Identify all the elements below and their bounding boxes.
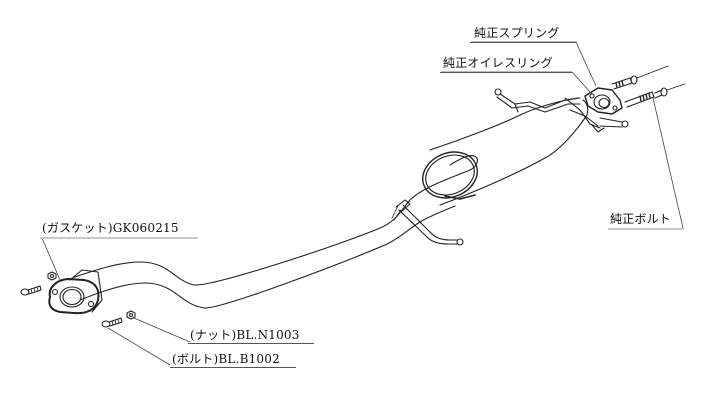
label-nut: (ナット)BL.N1003 xyxy=(190,328,300,342)
underline-oem-bolt xyxy=(608,228,684,230)
front-nut-lower xyxy=(126,310,136,320)
rear-hanger-bracket xyxy=(494,88,629,133)
tail-flange xyxy=(584,87,623,115)
label-gasket: (ガスケット)GK060215 xyxy=(42,221,179,235)
underline-nut xyxy=(188,343,314,344)
gasket-flange xyxy=(48,269,103,315)
label-oem-bolt: 純正ボルト xyxy=(610,212,672,226)
underline-spring xyxy=(470,42,576,43)
rear-bolt-upper xyxy=(611,65,669,90)
front-nut-upper xyxy=(47,271,57,281)
underline-gasket xyxy=(40,237,198,239)
front-bolt-lower xyxy=(101,317,123,328)
underline-oil-ring xyxy=(440,72,572,73)
front-pipe xyxy=(71,177,456,309)
front-bolt-upper xyxy=(20,285,42,296)
label-spring: 純正スプリング xyxy=(474,26,560,40)
leader-lines xyxy=(41,41,684,366)
underline-bolt xyxy=(170,367,296,368)
label-oil-ring: 純正オイレスリング xyxy=(443,56,553,70)
muffler-body xyxy=(422,97,589,206)
front-hanger xyxy=(391,199,464,246)
label-bolt: (ボルト)BL.B1002 xyxy=(172,352,280,366)
rear-bolt-lower xyxy=(624,83,686,108)
